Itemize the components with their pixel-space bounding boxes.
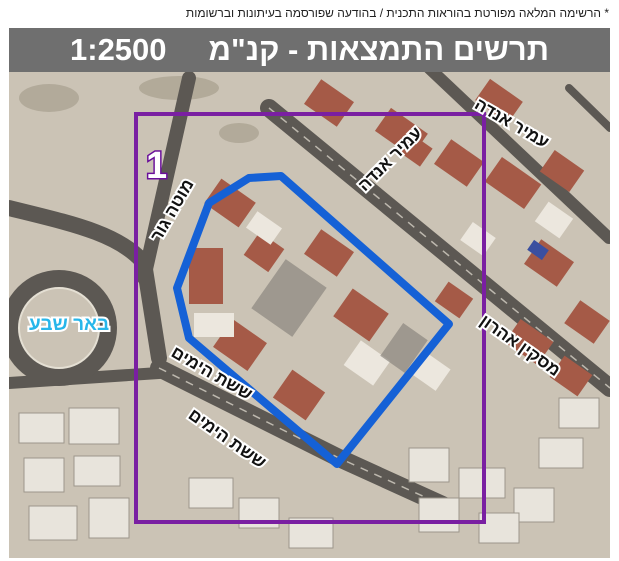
aerial-map: 1 באר שבע עמיר אנדה עמיר אנדה מוטה גור מ… <box>9 28 610 558</box>
plan-boundary <box>173 172 453 468</box>
vegetation-patches <box>19 76 259 143</box>
map-header: תרשים התמצאות - קנ"מ 1:2500 <box>9 28 610 72</box>
orientation-map: תרשים התמצאות - קנ"מ 1:2500 <box>9 28 610 558</box>
plan-area-outline <box>134 112 486 524</box>
map-scale: 1:2500 <box>70 32 167 67</box>
plan-number: 1 <box>146 145 167 187</box>
map-title: תרשים התמצאות - קנ"מ <box>208 32 550 67</box>
city-label: באר שבע <box>29 314 109 335</box>
disclaimer-note: * הרשימה המלאה מפורטת בהוראות התכנית / ב… <box>185 6 609 20</box>
buildings <box>18 78 610 549</box>
roundabout <box>9 270 117 386</box>
parking-areas <box>251 259 428 373</box>
